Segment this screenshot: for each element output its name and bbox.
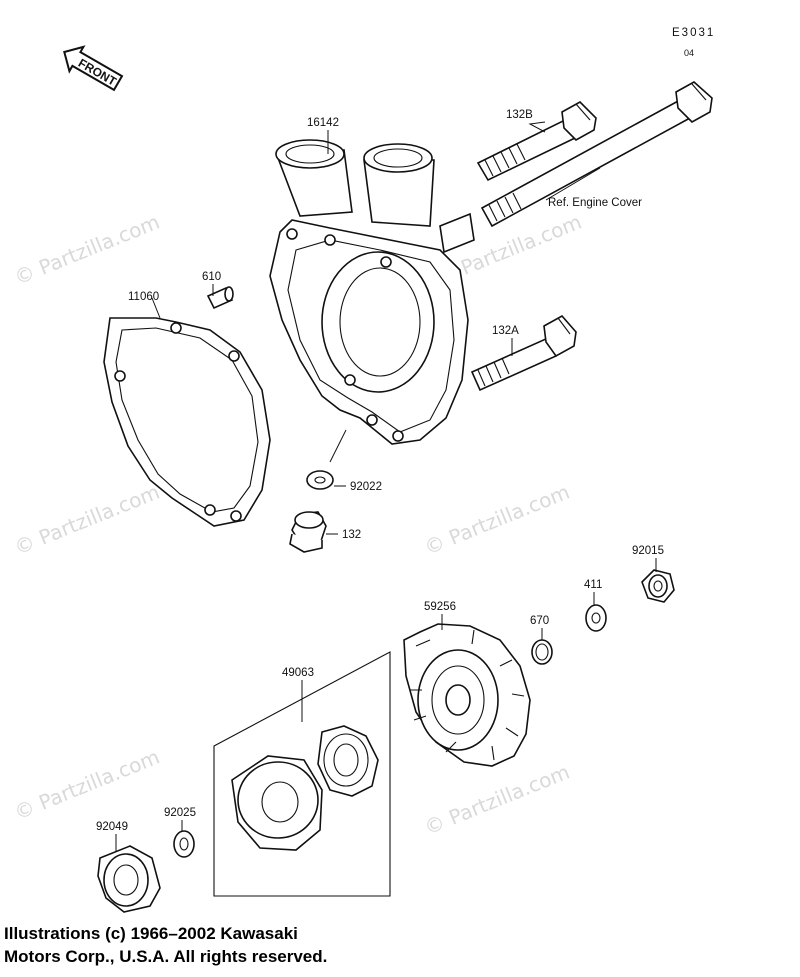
copyright-line-1: Illustrations (c) 1966–2002 Kawasaki: [4, 924, 298, 943]
leader-lines: [115, 121, 657, 852]
bolt-ref-long: [480, 81, 713, 228]
oil-seal-92049: [97, 845, 161, 913]
diagram-code-sub: 04: [684, 48, 694, 58]
label-92022: 92022: [350, 481, 382, 493]
part-labels: 16142 132B Ref. Engine Cover 610 11060 1…: [96, 109, 664, 833]
label-92025: 92025: [164, 807, 196, 819]
oring-670: [531, 639, 553, 665]
front-arrow-icon: FRONT: [63, 45, 124, 92]
copyright-line-2: Motors Corp., U.S.A. All rights reserved…: [4, 947, 328, 966]
drain-bolt-132: [289, 511, 327, 553]
washer-92025: [173, 830, 195, 858]
label-132B: 132B: [506, 109, 533, 121]
label-92015: 92015: [632, 545, 664, 557]
watermark-left-top: © Partzilla.com: [11, 210, 163, 290]
watermark-right-bottom: © Partzilla.com: [421, 760, 573, 840]
label-92049: 92049: [96, 821, 128, 833]
pin-610: [206, 286, 234, 310]
label-610: 610: [202, 271, 221, 283]
watermark-left-mid: © Partzilla.com: [11, 480, 163, 560]
label-411: 411: [584, 579, 602, 591]
copyright-notice: Illustrations (c) 1966–2002 Kawasaki Mot…: [4, 922, 424, 968]
nut-92015: [641, 569, 675, 603]
label-11060: 11060: [128, 291, 159, 303]
label-132A: 132A: [492, 325, 519, 337]
impeller-59256: [403, 623, 531, 767]
label-59256: 59256: [424, 601, 456, 613]
label-ref-engine-cover: Ref. Engine Cover: [548, 197, 642, 209]
pump-cover-16142: [269, 139, 475, 445]
label-670: 670: [530, 615, 549, 627]
label-132: 132: [342, 529, 361, 541]
label-16142: 16142: [307, 117, 339, 129]
seal-assembly-49063: [213, 651, 391, 897]
bolt-132A: [470, 314, 577, 392]
washer-92022: [306, 470, 334, 490]
bolt-132B: [476, 101, 597, 182]
label-49063: 49063: [282, 667, 314, 679]
watermark-right-mid: © Partzilla.com: [421, 480, 573, 560]
diagram-code: E3031: [672, 27, 715, 39]
gasket-11060: [103, 317, 271, 527]
washer-411: [585, 604, 607, 632]
watermark-left-bottom: © Partzilla.com: [11, 745, 163, 825]
